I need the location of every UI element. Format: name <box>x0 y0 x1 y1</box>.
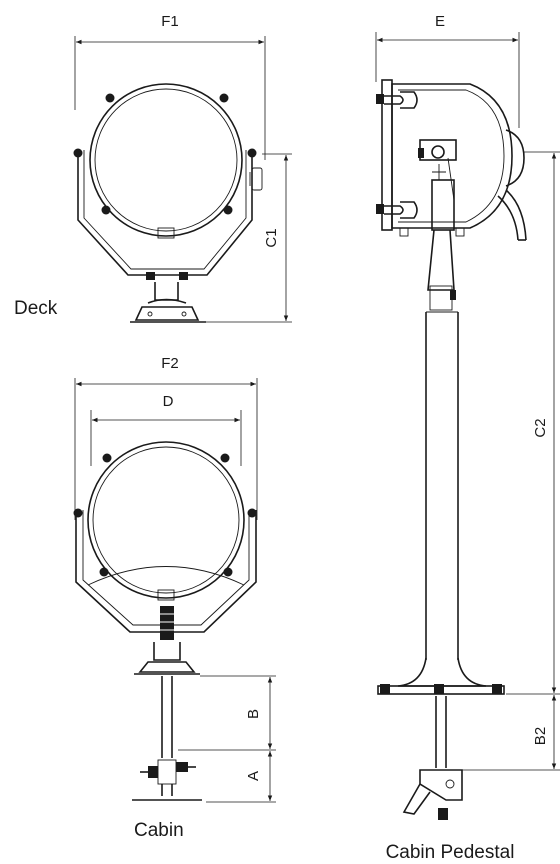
dim-label-f1: F1 <box>161 13 179 30</box>
cabin-pedestal-side-view: E C2 B2 <box>375 13 560 820</box>
dim-label-c2: C2 <box>532 418 549 437</box>
dim-label-c1: C1 <box>263 228 280 247</box>
deck-light-front-view: F1 C1 <box>73 13 292 323</box>
caption-cabin-pedestal: Cabin Pedestal <box>386 842 515 863</box>
caption-deck: Deck <box>14 298 58 319</box>
dim-label-e: E <box>435 13 445 30</box>
dim-label-d: D <box>163 393 174 410</box>
cabin-light-front-view: F2 D B A <box>73 355 276 803</box>
dim-label-b: B <box>245 709 262 719</box>
dim-label-b2: B2 <box>532 727 549 745</box>
dim-label-f2: F2 <box>161 355 179 372</box>
caption-cabin: Cabin <box>134 820 184 841</box>
dim-label-a: A <box>245 771 262 781</box>
